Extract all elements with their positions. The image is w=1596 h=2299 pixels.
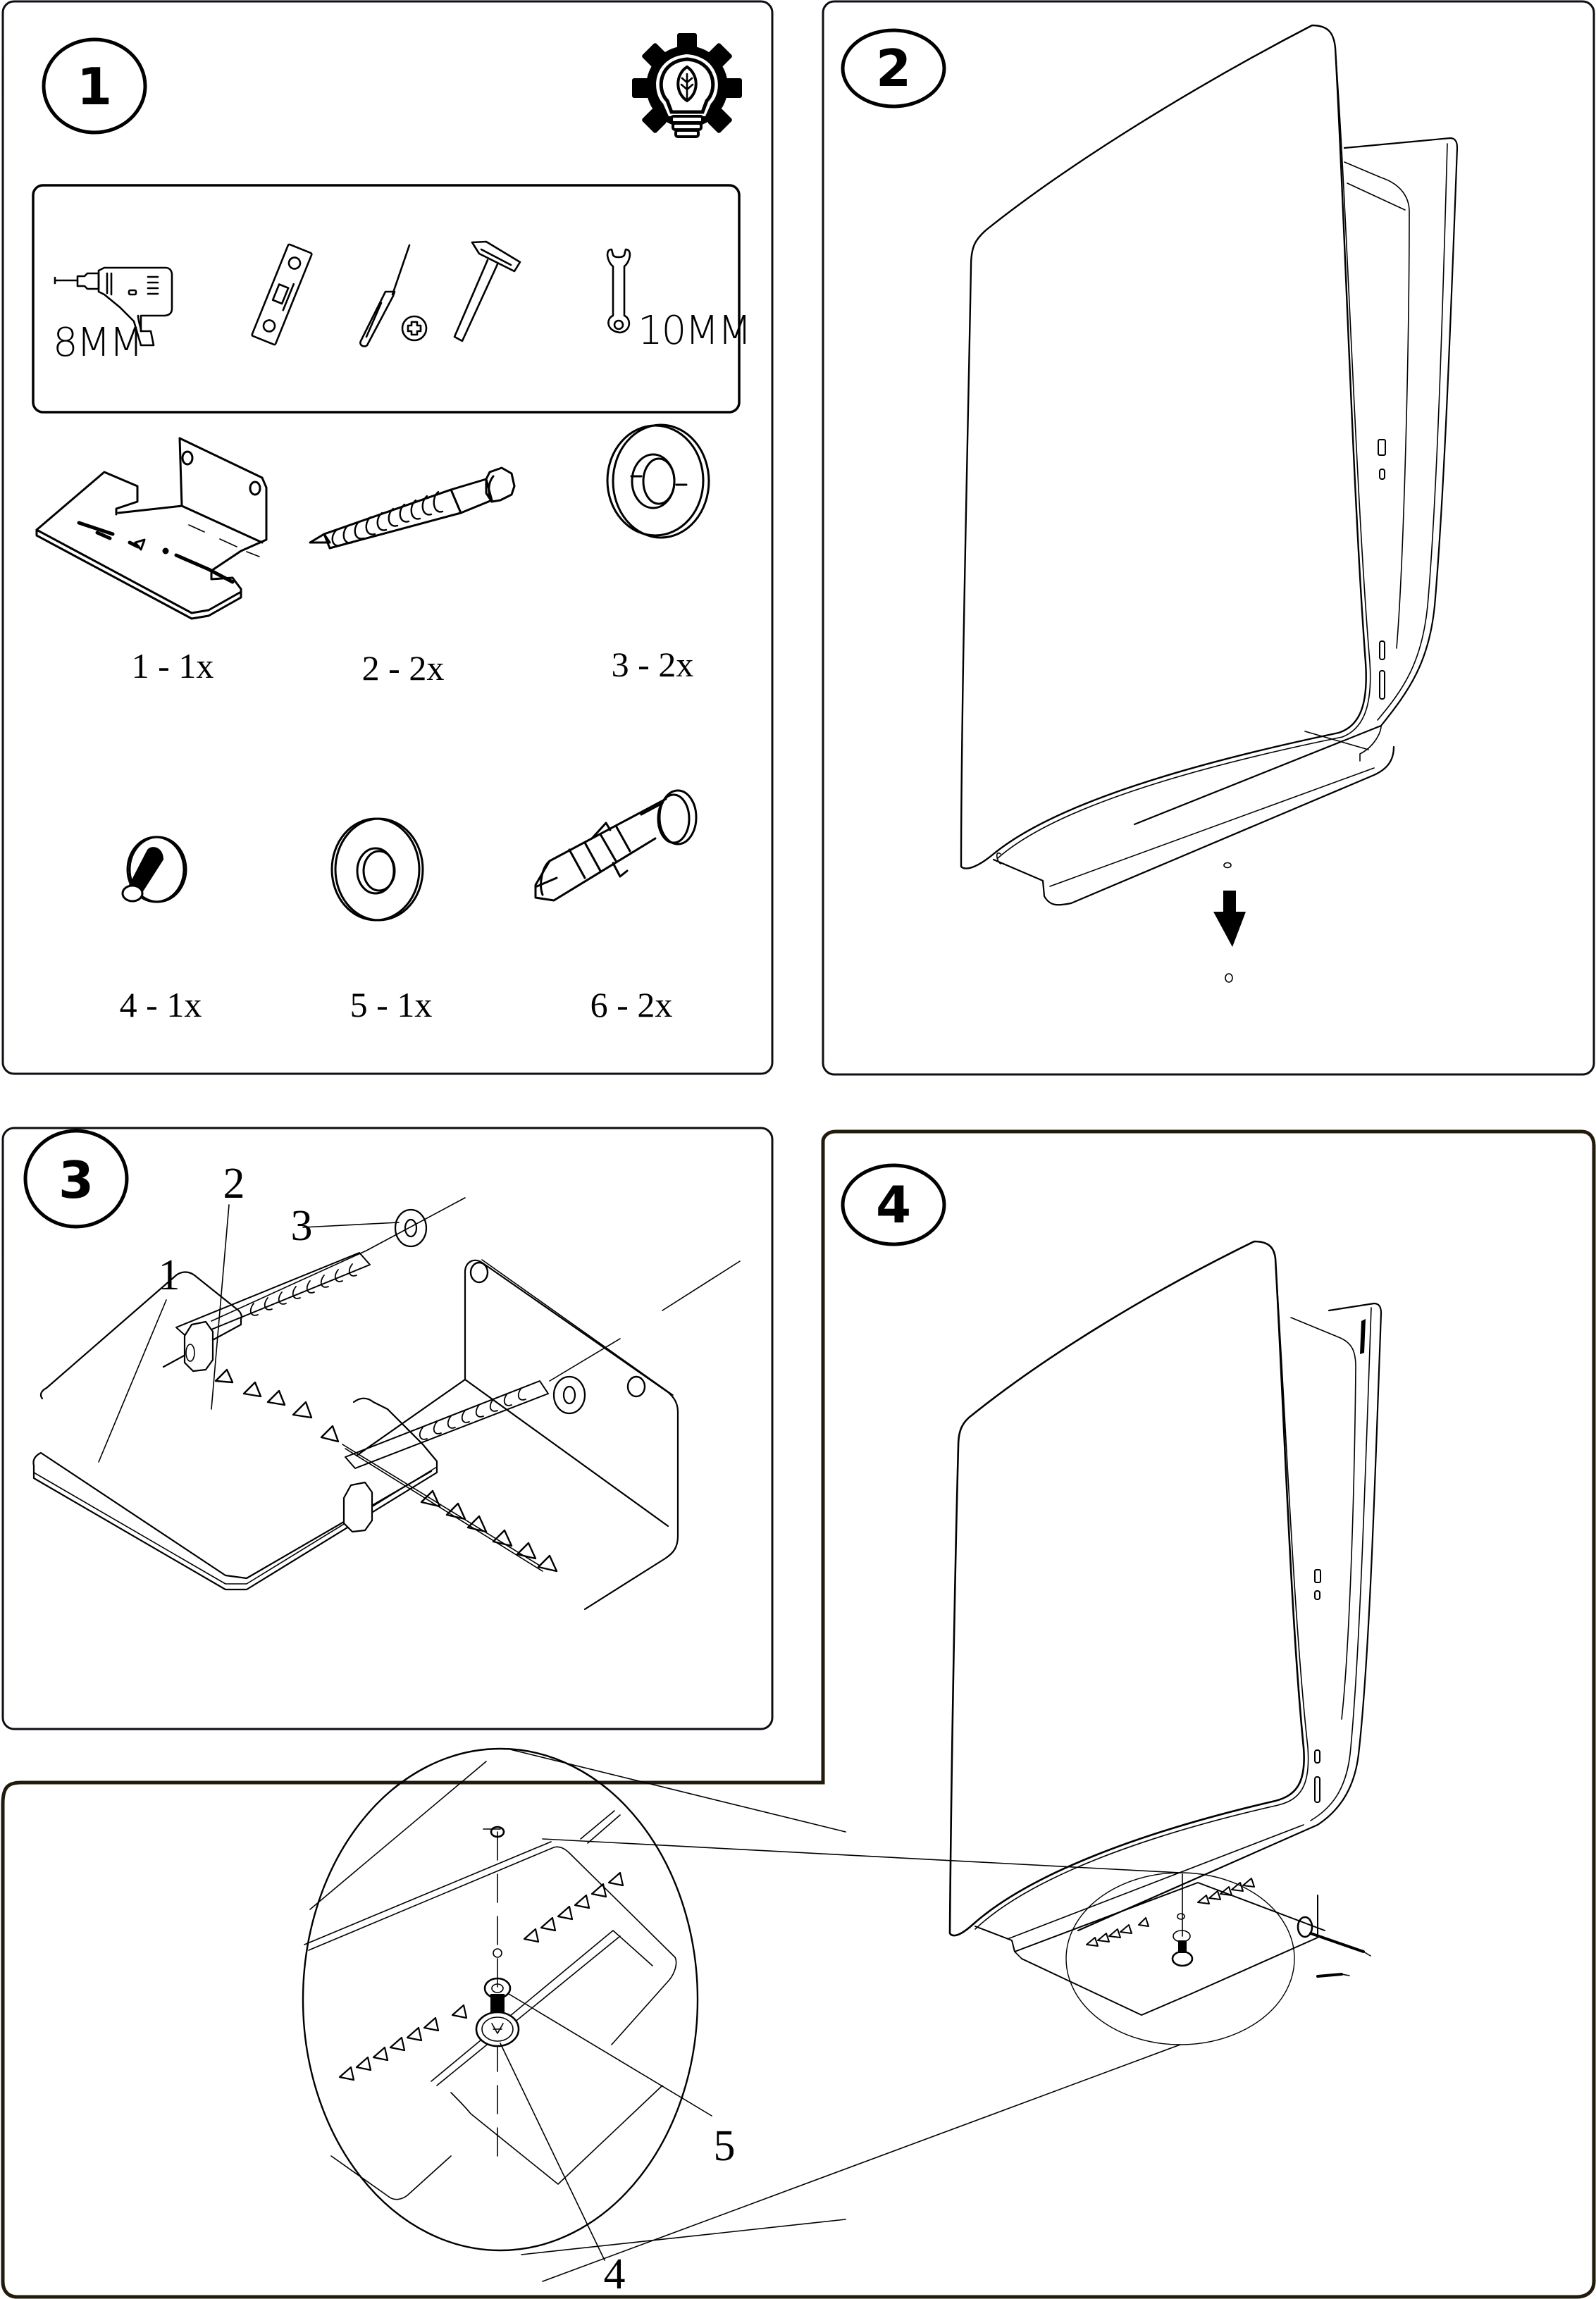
step-3-badge: 3 (23, 1129, 129, 1229)
phillips-screwdriver-icon (359, 244, 428, 347)
eco-lightbulb-gear-icon (632, 33, 742, 138)
thumb-screw-icon (121, 836, 187, 903)
step-2-badge: 2 (841, 28, 946, 109)
callout-5: 5 (714, 2122, 736, 2170)
wrench-icon (606, 248, 631, 334)
step-2-frame (822, 0, 1595, 1076)
step-2-panel: 2 (822, 0, 1595, 1076)
step-3-number: 3 (58, 1151, 94, 1210)
hammer-icon (453, 240, 521, 342)
tools-box: 8MM (32, 184, 752, 414)
bracket-icon (35, 437, 268, 620)
callout-1: 1 (159, 1251, 180, 1299)
step-1-frame (1, 0, 774, 1075)
wrench-size-label: 10MM (638, 308, 750, 354)
step-4-frame (1, 1129, 1596, 2299)
spirit-level-icon (251, 243, 313, 346)
part-4-quantity: 4 - 1x (120, 985, 202, 1024)
drill-icon (54, 266, 173, 347)
step-4-badge: 4 (841, 1163, 946, 1246)
wall-anchor-icon (534, 789, 698, 902)
part-1-quantity: 1 - 1x (132, 646, 214, 686)
step-3-frame (1, 1127, 774, 1730)
step-2-number: 2 (876, 39, 911, 98)
step-4-panel: 4 (1, 1129, 1596, 2299)
step-4-number: 4 (876, 1175, 911, 1234)
step-3-panel: 3 (1, 1127, 774, 1730)
callout-2: 2 (223, 1160, 245, 1208)
part-3-quantity: 3 - 2x (612, 645, 694, 684)
part-2-quantity: 2 - 2x (362, 648, 445, 688)
part-5-quantity: 5 - 1x (350, 985, 433, 1024)
callout-4: 4 (604, 2250, 626, 2298)
flat-washer-icon (330, 817, 424, 922)
lag-screw-icon (309, 466, 516, 550)
detail-zoom-illustration: 5 4 (302, 1747, 846, 2298)
part-6-quantity: 6 - 2x (590, 985, 673, 1024)
arrow-down-icon (1213, 891, 1246, 947)
mounted-console-illustration (542, 1240, 1382, 2282)
thick-washer-icon (606, 423, 710, 539)
console-illustration (960, 24, 1459, 983)
step-1-panel: 1 (1, 0, 774, 1075)
step-1-badge: 1 (42, 37, 147, 135)
console-ports (1378, 439, 1386, 700)
step-1-number: 1 (77, 57, 112, 116)
callout-3: 3 (291, 1202, 313, 1250)
drill-bit-size-label: 8MM (53, 320, 142, 366)
bracket-assembly-illustration: 1 2 3 (32, 1160, 741, 1611)
